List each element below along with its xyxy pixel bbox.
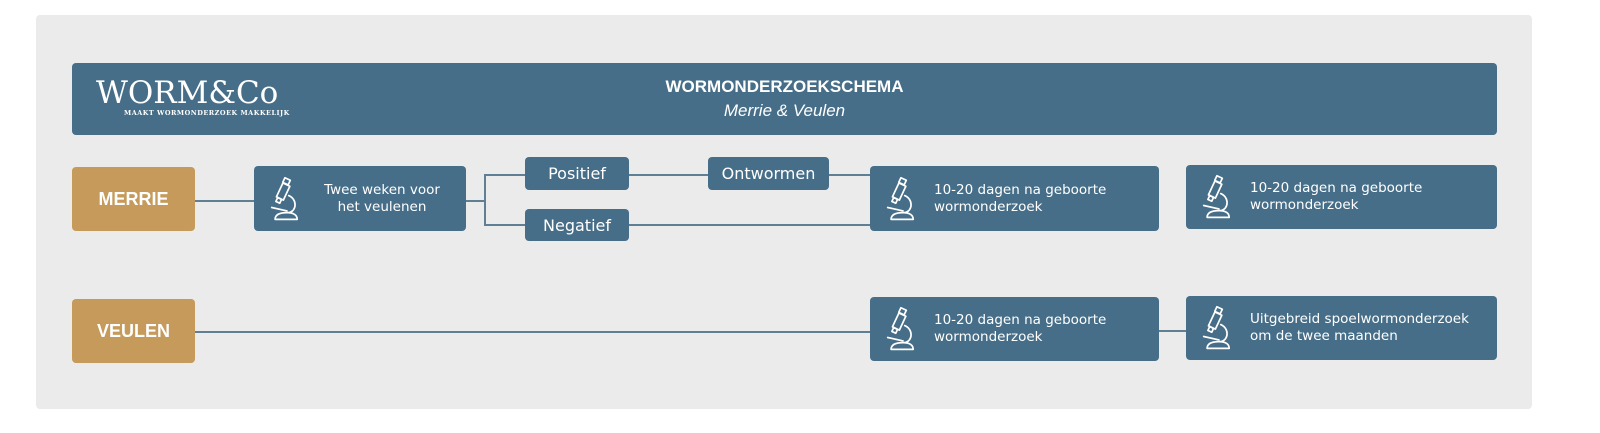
header-banner: WORM&Co MAAKT WORMONDERZOEK MAKKELIJK WO… (72, 63, 1497, 135)
logo-tagline: MAAKT WORMONDERZOEK MAKKELIJK (124, 109, 290, 117)
veulen-test2-card: Uitgebreid spoelwormonderzoek om de twee… (1186, 296, 1497, 360)
connector (484, 174, 526, 176)
merrie-first-test-card: Twee weken voor het veulenen (254, 166, 466, 231)
microscope-icon (886, 306, 920, 352)
microscope-icon (886, 176, 920, 222)
page-subtitle: Merrie & Veulen (723, 101, 846, 120)
connector (629, 224, 870, 226)
deworm-step: Ontwormen (708, 157, 829, 190)
page-title: WORMONDERZOEKSCHEMA (665, 77, 904, 96)
merrie-label: MERRIE (72, 167, 195, 231)
card-text: Twee weken voor het veulenen (324, 181, 440, 215)
connector (195, 200, 255, 202)
connector (484, 224, 526, 226)
merrie-test2-card: 10-20 dagen na geboorte wormonderzoek (870, 166, 1159, 231)
microscope-icon (270, 176, 304, 222)
microscope-icon (1202, 174, 1236, 220)
connector (829, 174, 870, 176)
card-text: 10-20 dagen na geboorte wormonderzoek (934, 312, 1107, 345)
connector (466, 200, 484, 202)
card-text: 10-20 dagen na geboorte wormonderzoek (934, 181, 1107, 215)
connector (1159, 330, 1186, 332)
card-text: 10-20 dagen na geboorte wormonderzoek (1250, 180, 1423, 213)
positive-result: Positief (525, 157, 629, 190)
microscope-icon (1202, 305, 1236, 351)
connector (484, 174, 486, 225)
connector (629, 174, 709, 176)
card-text: Uitgebreid spoelwormonderzoek om de twee… (1250, 311, 1469, 344)
veulen-test1-card: 10-20 dagen na geboorte wormonderzoek (870, 297, 1159, 361)
connector (195, 331, 870, 333)
negative-result: Negatief (525, 209, 629, 241)
logo: WORM&Co (96, 75, 279, 111)
merrie-test3-card: 10-20 dagen na geboorte wormonderzoek (1186, 165, 1497, 229)
veulen-label: VEULEN (72, 299, 195, 363)
